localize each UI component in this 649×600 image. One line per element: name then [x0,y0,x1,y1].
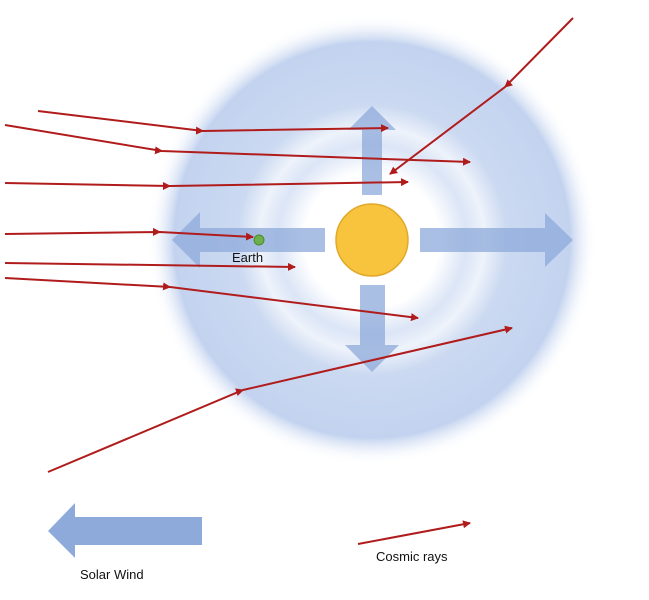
cosmic-ray [37,110,389,135]
cosmic-ray [47,325,513,473]
cosmic-ray [4,262,296,271]
cosmic-rays-legend-label: Cosmic rays [376,549,448,564]
cosmic-ray [4,178,409,190]
wind-arrow-right [420,213,573,267]
earth-icon [253,234,265,246]
cosmic-ray [389,17,574,175]
cosmic-ray [4,124,471,166]
cosmic-ray-arrow-icon [357,520,471,545]
solar-wind-legend-label: Solar Wind [80,567,144,582]
solar-wind-arrow-icon [48,503,202,558]
cosmic-ray [4,227,254,241]
cosmic-ray [4,277,419,322]
sun-icon [335,203,409,277]
earth-label: Earth [232,250,264,265]
cosmic-rays [4,17,574,473]
